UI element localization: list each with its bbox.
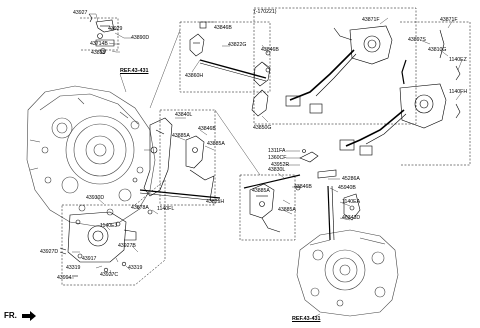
front-direction-label: FR.	[4, 311, 17, 320]
part-label-1140EJ[interactable]: 1140EJ	[100, 223, 118, 229]
part-label-45940B[interactable]: 45940B	[338, 185, 356, 191]
shift-cover-assembly	[59, 211, 137, 277]
bracket-box-170221	[253, 7, 417, 125]
ref-link-top[interactable]: REF.43-431	[120, 68, 149, 74]
part-label-1140EZ[interactable]: 1140EZ	[449, 57, 467, 63]
part-label-43822G[interactable]: 43822G	[228, 42, 247, 48]
part-label-43860H[interactable]: 43860H	[185, 73, 204, 79]
reference-pointers	[119, 29, 321, 319]
part-label-43871F-bracket[interactable]: 43871F	[362, 17, 380, 23]
part-label-43840L[interactable]: 43840L	[175, 112, 193, 118]
shift-fork-center	[243, 174, 301, 233]
dashed-group-boxes	[61, 7, 471, 286]
part-label-43885A-1[interactable]: 43885A	[172, 133, 190, 139]
part-label-43846B-top[interactable]: 43846B	[214, 25, 232, 31]
shift-rail-box	[179, 21, 271, 93]
part-label-43810G[interactable]: 43810G	[428, 47, 447, 53]
part-label-1140FH[interactable]: 1140FH	[449, 89, 468, 95]
part-label-43885A-2[interactable]: 43885A	[207, 141, 225, 147]
part-label-1360CF[interactable]: 1360CF	[268, 155, 287, 161]
part-label-43930D[interactable]: 43930D	[86, 195, 105, 201]
part-label-43927[interactable]: 43927	[73, 10, 88, 16]
part-label-43929[interactable]: 43929	[108, 26, 123, 32]
shift-rail-top	[189, 21, 271, 117]
transmission-housing-right	[296, 229, 399, 317]
part-label-43927C[interactable]: 43927C	[100, 272, 119, 278]
actuator-motor-right	[339, 29, 461, 156]
actuator-motor-bracket	[285, 25, 393, 114]
part-label-43927D[interactable]: 43927D	[40, 249, 59, 255]
part-label-43846B-3[interactable]: 43846B	[294, 184, 312, 190]
select-lever-parts	[88, 13, 115, 54]
part-label-1140FL[interactable]: 1140FL	[157, 206, 175, 212]
part-label-43838[interactable]: 43838	[91, 50, 106, 56]
part-label-43319-1[interactable]: 43319	[66, 265, 81, 271]
part-label-43994[interactable]: 43994	[57, 275, 72, 281]
transmission-housing-left	[26, 85, 156, 227]
sensor-hardware	[299, 149, 361, 241]
part-label-43871F[interactable]: 43871F	[440, 17, 458, 23]
part-label-43830L[interactable]: 43830L	[268, 167, 286, 173]
part-label-43850G[interactable]: 43850G	[253, 125, 272, 131]
ref-link-bottom[interactable]: REF.43-431	[292, 316, 321, 322]
part-label-43846B-mid[interactable]: 43846B	[261, 47, 279, 53]
part-label-43890D[interactable]: 43890D	[131, 35, 150, 41]
front-direction-arrow	[22, 311, 36, 321]
part-label-1311FA[interactable]: 1311FA	[268, 148, 286, 154]
actuator-box-right	[400, 21, 471, 166]
part-label-45286A[interactable]: 45286A	[342, 176, 360, 182]
part-label-1140EA[interactable]: 1140EA	[342, 199, 361, 205]
bracket-label: (-170221)	[254, 9, 277, 15]
part-label-43821H[interactable]: 43821H	[206, 199, 225, 205]
part-label-43917[interactable]: 43917	[82, 256, 97, 262]
part-label-43952R[interactable]: 43952R	[271, 162, 290, 168]
part-label-43885A-3[interactable]: 43885A	[252, 188, 270, 194]
part-label-46343D[interactable]: 46343D	[342, 215, 361, 221]
part-label-43927B[interactable]: 43927B	[118, 243, 136, 249]
part-label-43897S[interactable]: 43897S	[408, 37, 426, 43]
shift-lug-assembly	[132, 117, 221, 215]
part-label-43714B[interactable]: 43714B	[90, 41, 108, 47]
part-label-43878A[interactable]: 43878A	[131, 205, 149, 211]
shift-lug-box	[159, 109, 216, 206]
part-label-43846B-2[interactable]: 43846B	[198, 126, 216, 132]
part-label-43885A-4[interactable]: 43885A	[278, 207, 296, 213]
lever-box	[80, 17, 119, 51]
part-label-43319-2[interactable]: 43319	[128, 265, 143, 271]
leader-lines	[68, 13, 463, 279]
shift-fork-box	[239, 174, 296, 241]
